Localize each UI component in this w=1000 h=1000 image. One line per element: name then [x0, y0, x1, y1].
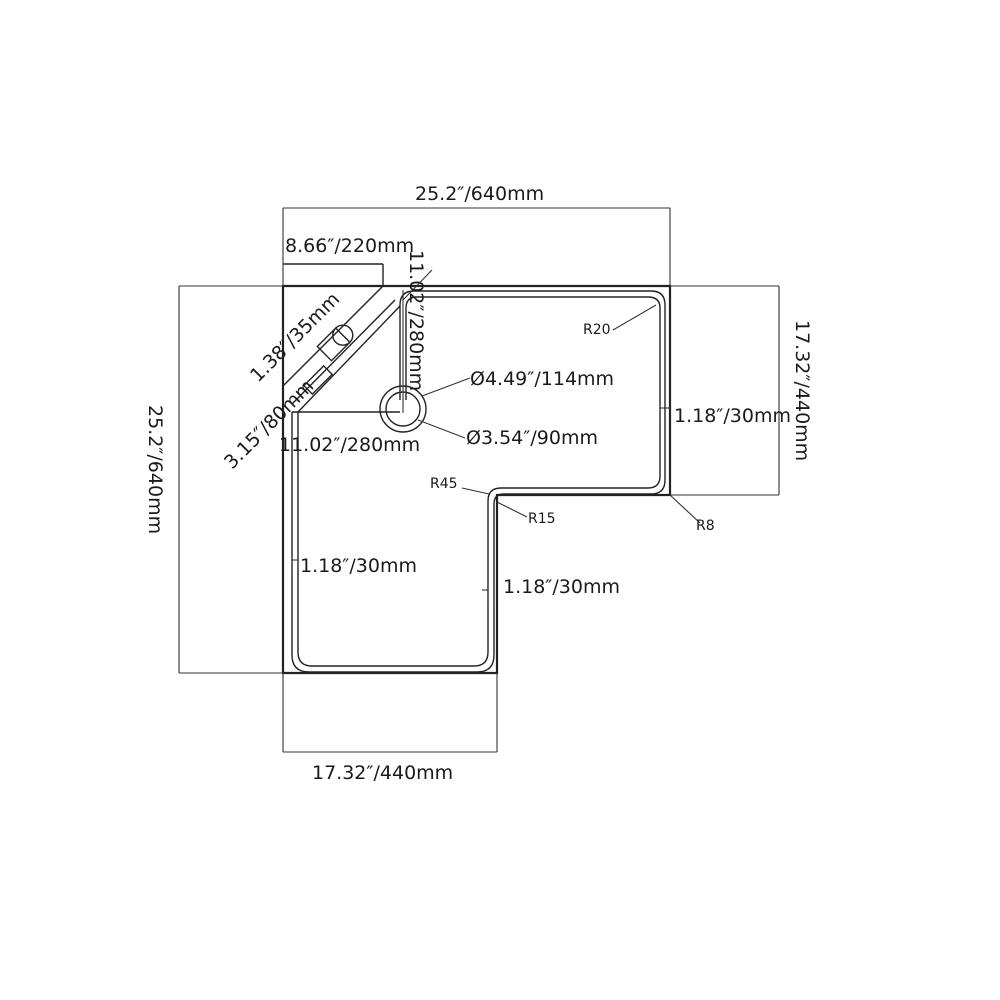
- rim-inner-label: 1.18″/30mm: [503, 576, 620, 598]
- shelf-diagonal-inner: [297, 305, 401, 413]
- overall-depth-label: 25.2″/640mm: [144, 405, 166, 534]
- diameter-icon: Ø: [466, 427, 481, 449]
- shelf-diagonal-mid: [291, 299, 396, 405]
- rim-left-label: 1.18″/30mm: [300, 555, 417, 577]
- shelf-vertical-leader: [402, 269, 433, 301]
- drain-inner-label: Ø3.54″/90mm: [466, 427, 598, 449]
- r45-label: R45: [430, 476, 458, 492]
- r15-label: R15: [528, 511, 556, 527]
- sink-outer-outline: [281, 284, 672, 675]
- drain-outer-label: Ø4.49″/114mm: [470, 368, 614, 390]
- right-wing-depth-label: 17.32″/440mm: [791, 320, 813, 461]
- drain-outer-value: 4.49″/114mm: [485, 368, 614, 390]
- overall-width-label: 25.2″/640mm: [415, 183, 544, 205]
- r15-leader: [496, 501, 528, 518]
- r8-label: R8: [696, 518, 715, 534]
- drain-inner-value: 3.54″/90mm: [481, 427, 598, 449]
- r45-leader: [461, 487, 490, 495]
- corner-shelf-width-label: 8.66″/220mm: [285, 235, 414, 257]
- basin-outer-edge: [297, 296, 661, 667]
- bottom-wing-width-label: 17.32″/440mm: [312, 762, 453, 784]
- corner-shelf-vertical-label: 11.02″/280mm: [405, 250, 427, 391]
- drain-inner-leader: [417, 419, 466, 439]
- basin-inner-edge: [291, 290, 666, 673]
- drain-outer-leader: [421, 377, 471, 397]
- corner-shelf-horizontal-label: 11.02″/280mm: [279, 434, 420, 456]
- r20-leader: [612, 304, 657, 331]
- shelf-depth-label: 3.15″/80mm: [220, 375, 318, 473]
- r20-label: R20: [583, 322, 611, 338]
- r8-leader: [669, 494, 701, 524]
- rim-right-label: 1.18″/30mm: [674, 405, 791, 427]
- shelf-depth-marker: [302, 364, 334, 396]
- diameter-icon: Ø: [470, 368, 485, 390]
- faucet-hole-icon: [316, 324, 354, 362]
